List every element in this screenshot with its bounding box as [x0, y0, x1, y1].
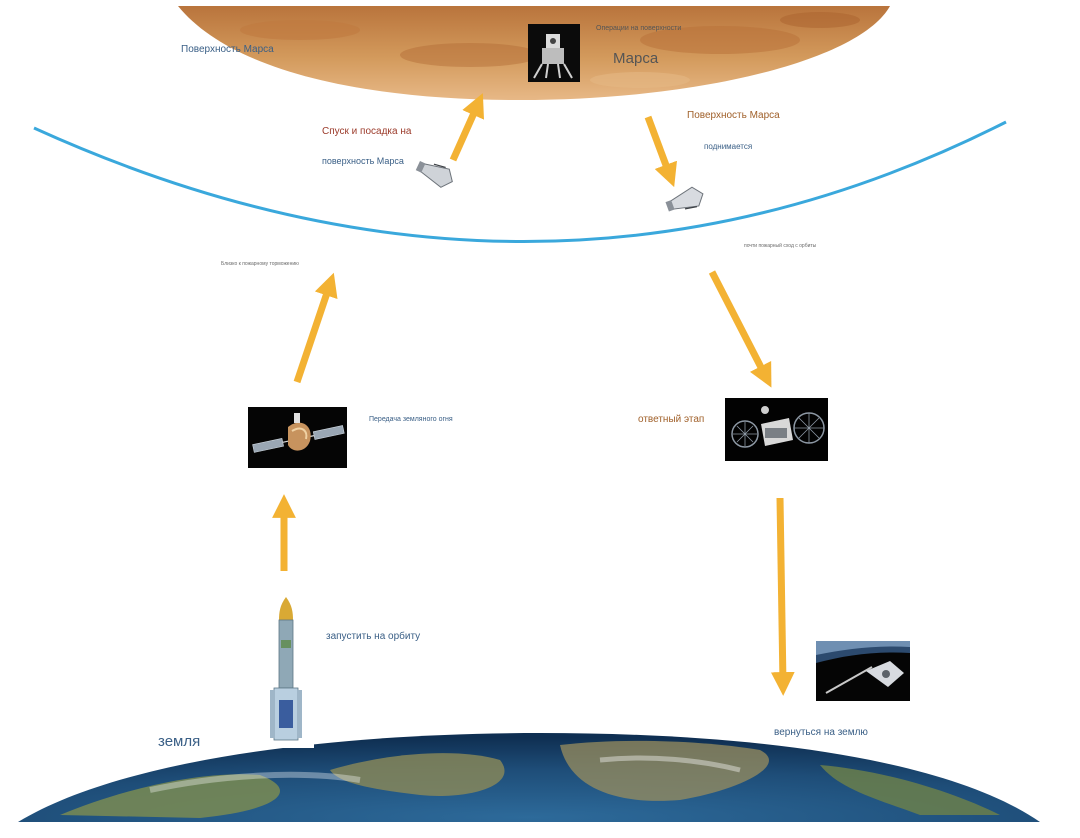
label-earth: земля: [158, 733, 201, 750]
transfer-spacecraft-icon: [248, 407, 347, 468]
label-surface-operations: Операции на поверхности: [596, 25, 682, 32]
label-launch-to-orbit: запустить на орбиту: [326, 631, 421, 642]
label-orbit-departure: почти пожарный сход с орбиты: [744, 243, 817, 249]
arrow-return: [770, 497, 795, 696]
label-return-leg: ответный этап: [638, 414, 705, 425]
descent-capsule-icon: [415, 161, 453, 188]
mars-orbit-line: [33, 120, 1007, 243]
launch-rocket-icon: [266, 597, 314, 748]
label-descent-line2: поверхность Марса: [322, 156, 404, 166]
label-aerobraking: Близко к пожарному торможению: [221, 261, 299, 267]
arrow-to-mars-orbit: [293, 272, 338, 384]
label-mars: Марса: [613, 50, 659, 67]
return-spacecraft-icon: [725, 398, 828, 461]
arrows: [272, 93, 795, 696]
label-descent-line1: Спуск и посадка на: [322, 126, 412, 137]
arrow-descent: [449, 93, 485, 162]
ascent-capsule-icon: [665, 186, 704, 212]
earth-planet: [18, 733, 1040, 822]
earth-return-capsule-icon: [816, 641, 910, 701]
label-mars-surface-left: Поверхность Марса: [181, 44, 274, 55]
arrow-depart-orbit: [708, 270, 772, 388]
label-ascent-line1: Поверхность Марса: [687, 110, 780, 121]
label-earth-fire-transfer: Передача земляного огня: [369, 416, 453, 423]
label-ascent-line2: поднимается: [704, 142, 753, 151]
label-return-to-earth: вернуться на землю: [774, 727, 868, 738]
arrow-ascent: [644, 115, 677, 188]
mars-lander-icon: [528, 24, 580, 82]
